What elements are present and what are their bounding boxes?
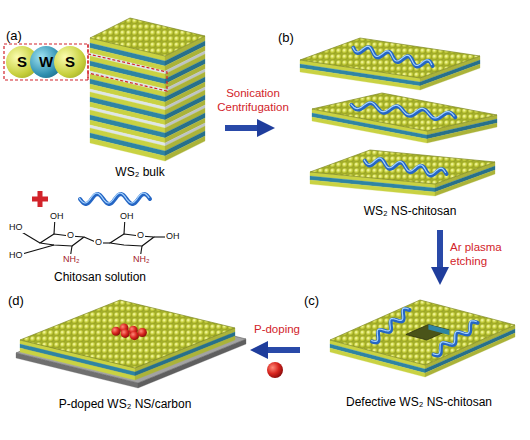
ws2-nanosheet (310, 150, 495, 196)
atom-sphere: S (54, 46, 86, 78)
chitosan-chain (364, 158, 447, 175)
chitosan-chain (433, 321, 478, 356)
process-arrow (260, 347, 300, 353)
sheet-top (310, 150, 495, 184)
hole-wall (428, 325, 449, 336)
ws2-nanosheet (312, 93, 497, 143)
sheet-side (165, 136, 205, 161)
atom-label: NH₂ (62, 254, 81, 265)
sheet-top (312, 93, 497, 131)
zoom-frame (88, 54, 167, 91)
plus-bar (38, 191, 43, 207)
phosphorus-atom (267, 362, 283, 378)
phosphorus-atom (112, 327, 121, 336)
atom-label: OH (165, 231, 181, 242)
panel-caption: WS₂ NS-chitosan (330, 204, 490, 218)
chitosan-highlight (79, 193, 149, 203)
chitosan-highlight (364, 158, 446, 174)
atom-label: O (136, 230, 145, 241)
panel-caption: Chitosan solution (30, 270, 170, 284)
chitosan-highlight (371, 308, 409, 341)
process-arrow (437, 230, 443, 275)
sugar-ring (40, 234, 84, 246)
process-step-label: Ar plasma etching (450, 240, 525, 268)
zoom-frame (4, 44, 88, 80)
sheet-top (300, 38, 480, 78)
panel-caption: Defective WS₂ NS-chitosan (314, 395, 524, 409)
panel-caption: WS₂ bulk (90, 165, 190, 179)
phosphorus-atom (121, 329, 130, 338)
chitosan-chain (79, 193, 150, 204)
chitosan-chain (365, 159, 447, 175)
zoom-line (87, 73, 88, 80)
chitosan-highlight (353, 46, 432, 65)
process-step-label: Sonication Centrifugation (206, 86, 300, 114)
chitosan-chain (434, 322, 478, 356)
chitosan-chain (351, 102, 456, 119)
defective-nanosheet (330, 300, 515, 377)
atom-label: O (66, 230, 75, 241)
panel: (c) Defective WS₂ NS-chitosan (300, 285, 530, 440)
panel: (b) WS₂ NS-chitosan (275, 0, 530, 230)
atom-label: O (94, 237, 103, 248)
zoom-line (87, 44, 88, 54)
panel-letter: (a) (6, 28, 36, 44)
sugar-ring (110, 234, 154, 246)
chitosan-chain (80, 194, 150, 204)
panel-caption: P-doped WS₂ NS/carbon (15, 397, 235, 411)
phosphorus-atom (138, 328, 147, 337)
atom-label: OH (119, 211, 135, 222)
process-step-label: P-doping (248, 322, 306, 336)
panel-letter: (d) (8, 293, 38, 309)
atom-label: OH (49, 211, 65, 222)
chitosan-structure (15, 217, 171, 259)
plus-sign (32, 191, 48, 207)
ws2-nanosheet (300, 38, 480, 90)
atom-label: HO (8, 222, 24, 233)
sheet-top (90, 18, 205, 56)
atom-symbol: S (54, 46, 86, 78)
doped-nanosheet (20, 300, 235, 380)
chitosan-chain (353, 47, 432, 66)
sheet-top (20, 300, 235, 368)
chitosan-chain (371, 308, 409, 342)
atom-label: NH₂ (132, 254, 151, 265)
sheet-top (330, 300, 515, 365)
chitosan-chain (372, 309, 410, 342)
panel-letter: (b) (278, 30, 308, 46)
panel: (d) P-doped WS₂ NS/carbon (0, 285, 250, 440)
chitosan-chain (352, 103, 456, 119)
chitosan-highlight (433, 321, 477, 355)
panel: (a)WS₂ bulkChitosan solutionSWS (0, 0, 225, 285)
chitosan-chain (353, 46, 433, 66)
atom-label: HO (8, 250, 24, 261)
sheet-side (90, 138, 165, 161)
ws2-bulk-stack (90, 18, 205, 161)
phosphorus-atom (130, 331, 139, 340)
chitosan-highlight (351, 102, 455, 118)
process-arrow (225, 125, 265, 131)
panel-letter: (c) (304, 293, 334, 309)
etched-hole (406, 325, 449, 341)
